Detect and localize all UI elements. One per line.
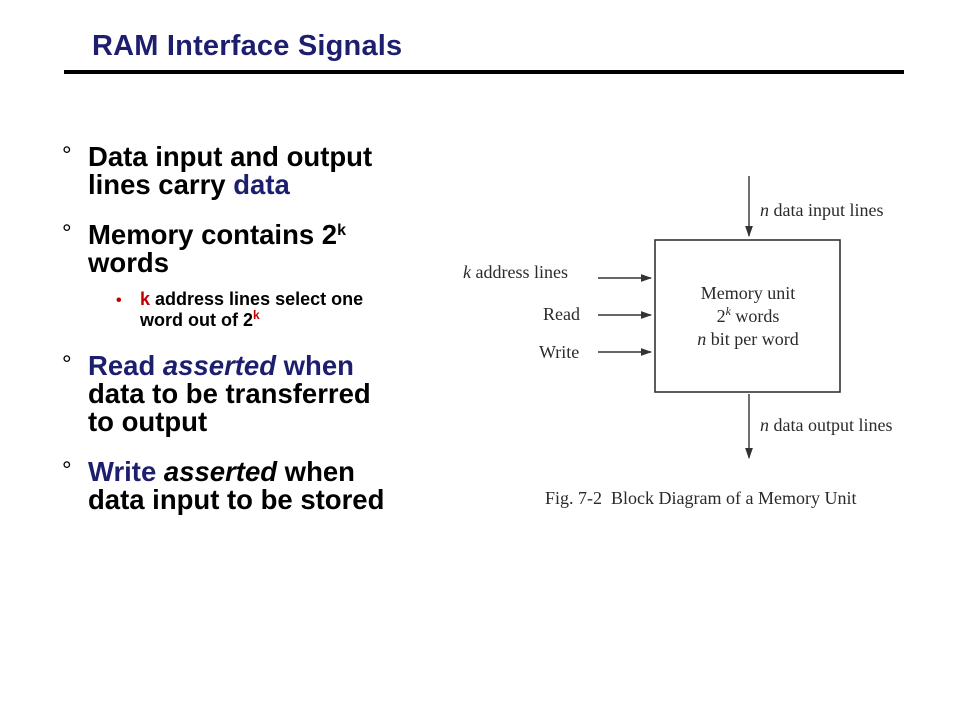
two-text: 2 (717, 306, 726, 326)
bullet-memory-words: ° Memory contains 2k words (62, 219, 442, 278)
bullet-text: Memory contains 2 (88, 219, 338, 250)
bullet-text: when (277, 456, 355, 487)
box-bits: n bit per word (697, 329, 798, 349)
bullet-data-lines: ° Data input and output lines carry data (62, 141, 442, 200)
bullet-highlight: Read (88, 350, 163, 381)
figure-caption: Fig. 7-2 Block Diagram of a Memory Unit (545, 488, 856, 508)
bullet-text: data input to be stored (88, 484, 385, 515)
bullet-marker: ° (62, 142, 72, 169)
superscript: k (337, 222, 347, 239)
memory-unit-box (654, 239, 841, 393)
n-variable: n (760, 200, 769, 220)
bullet-text: to output (88, 406, 208, 437)
bullet-marker: ° (62, 351, 72, 378)
memory-unit-diagram: n data input lines k address lines Read … (463, 176, 892, 508)
address-lines-label: k address lines (463, 262, 568, 282)
sub-bullet-text: word out of 2 (140, 310, 253, 330)
bullet-highlight: when (276, 350, 354, 381)
title-rule (64, 70, 904, 74)
data-input-label: n data input lines (760, 200, 883, 220)
bullet-highlight: Write (88, 456, 164, 487)
box-title: Memory unit (701, 283, 796, 303)
bullet-write: ° Write asserted when data input to be s… (62, 456, 442, 515)
label-text: address lines (471, 262, 568, 282)
sub-bullet-marker: • (116, 292, 122, 309)
bits-text: bit per word (706, 329, 798, 349)
data-output-label: n data output lines (760, 415, 892, 435)
write-label: Write (539, 342, 579, 362)
bullet-highlight: data (233, 169, 290, 200)
n-variable: n (760, 415, 769, 435)
sub-bullet-text: address lines select one (150, 289, 364, 309)
label-text: data input lines (769, 200, 883, 220)
bullet-text: words (88, 247, 169, 278)
n-variable: n (697, 329, 706, 349)
words-text: words (731, 306, 780, 326)
label-text: data output lines (769, 415, 892, 435)
superscript: k (252, 308, 260, 322)
bullet-marker: ° (62, 457, 72, 484)
bullet-emphasis: asserted (162, 350, 277, 381)
k-variable: k (463, 262, 472, 282)
bullet-text: lines carry (88, 169, 234, 200)
slide-title: RAM Interface Signals (92, 30, 403, 62)
bullet-emphasis: asserted (163, 456, 278, 487)
sub-bullet-address: • k address lines select one word out of… (116, 289, 442, 331)
read-label: Read (543, 304, 580, 324)
box-words: 2k words (717, 304, 780, 326)
bullet-text: Data input and output (88, 141, 373, 172)
sub-bullet-highlight: k (140, 289, 151, 309)
bullet-read: ° Read asserted when data to be transfer… (62, 350, 442, 437)
bullet-marker: ° (62, 220, 72, 247)
bullet-text: data to be transferred (88, 378, 371, 409)
bullet-list: ° Data input and output lines carry data… (62, 141, 442, 536)
k-superscript: k (726, 304, 732, 318)
